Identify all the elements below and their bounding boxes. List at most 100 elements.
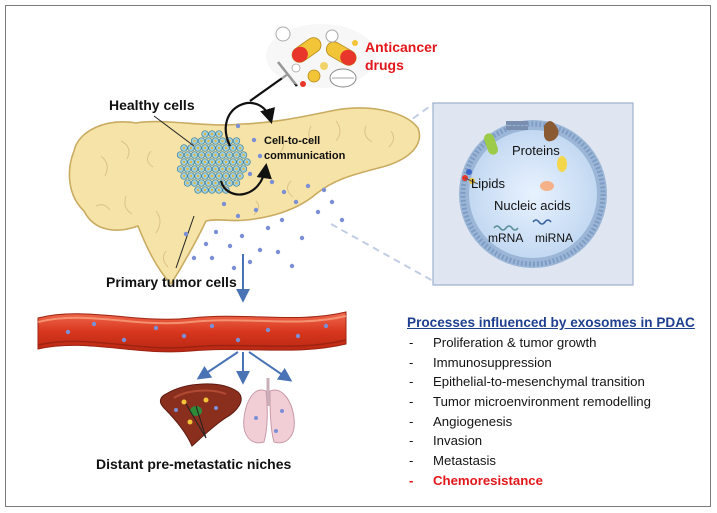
tumor-cell-nucleus bbox=[203, 132, 207, 136]
tumor-cell-nucleus bbox=[217, 174, 221, 178]
tumor-cell-nucleus bbox=[196, 174, 200, 178]
tumor-cell-nucleus bbox=[182, 160, 186, 164]
exosome-dot bbox=[153, 325, 159, 331]
tumor-cell-nucleus bbox=[179, 167, 182, 171]
process-text: Chemoresistance bbox=[433, 472, 543, 488]
tumor-cell-nucleus bbox=[186, 181, 189, 185]
tumor-cell-nucleus bbox=[242, 167, 245, 171]
tumor-cell-nucleus bbox=[203, 174, 207, 178]
tumor-cell-nucleus bbox=[214, 181, 217, 185]
tumor-cell-nucleus bbox=[235, 167, 238, 171]
lungs-icon bbox=[243, 378, 295, 444]
process-text: Tumor microenvironment remodelling bbox=[433, 394, 651, 410]
list-dash: - bbox=[409, 394, 414, 410]
tumor-cell-nucleus bbox=[235, 181, 238, 185]
tumor-cell-nucleus bbox=[189, 174, 193, 178]
tumor-cell-nucleus bbox=[235, 139, 238, 143]
drug-inhibition-line bbox=[249, 73, 289, 102]
exosome-dot bbox=[279, 217, 285, 223]
tumor-cell-nucleus bbox=[210, 160, 214, 164]
tumor-cell-nucleus bbox=[210, 146, 214, 150]
exosome-dot bbox=[257, 247, 263, 253]
vessel-exosomes bbox=[65, 321, 329, 343]
tumor-cell-nucleus bbox=[193, 167, 196, 171]
exosome-dot bbox=[265, 225, 271, 231]
anticancer-drugs-label: Anticancer drugs bbox=[365, 38, 437, 74]
arrow-to-lungs bbox=[248, 351, 293, 382]
tumor-cell-nucleus bbox=[179, 153, 182, 157]
communication-line1: Cell-to-cell bbox=[264, 135, 321, 147]
tumor-cell-nucleus bbox=[189, 146, 193, 150]
tumor-cell-nucleus bbox=[193, 181, 196, 185]
tumor-cell-nucleus bbox=[224, 160, 228, 164]
communication-arrow-bottom bbox=[219, 162, 272, 196]
exosome-dot bbox=[247, 259, 253, 265]
liver-icon bbox=[159, 383, 242, 447]
tumor-cell-nucleus bbox=[231, 146, 235, 150]
tumor-cell-nucleus bbox=[214, 167, 217, 171]
tumor-cell-nucleus bbox=[231, 160, 235, 164]
exosome-dot bbox=[221, 201, 227, 207]
tumor-cell-nucleus bbox=[210, 174, 214, 178]
healthy-cells-pointer bbox=[153, 115, 195, 147]
process-item: -Proliferation & tumor growth bbox=[407, 333, 707, 353]
process-text: Metastasis bbox=[433, 453, 497, 469]
tumor-cell-nucleus bbox=[214, 139, 217, 143]
exosome-dot bbox=[281, 189, 287, 195]
tumor-cell-nucleus bbox=[217, 188, 221, 192]
exosome-dot bbox=[295, 333, 301, 339]
nucleic-acids-label: Nucleic acids bbox=[494, 198, 571, 213]
tumor-cell-nucleus bbox=[196, 188, 200, 192]
tumor-cell-nucleus bbox=[196, 146, 200, 150]
arrow-to-liver bbox=[196, 351, 239, 380]
tumor-cell-nucleus bbox=[217, 132, 221, 136]
released-exosomes bbox=[183, 123, 345, 271]
exosome-dot bbox=[235, 123, 241, 129]
rna-icons bbox=[493, 219, 552, 231]
tumor-cell-nucleus bbox=[228, 167, 231, 171]
communication-arrow-top bbox=[224, 101, 275, 147]
exosome-dot bbox=[191, 255, 197, 261]
exosome-dot bbox=[323, 323, 329, 329]
exosome-dot bbox=[253, 207, 259, 213]
exosome-dot bbox=[289, 263, 295, 269]
exosome-dot bbox=[239, 233, 245, 239]
processes-list: -Proliferation & tumor growth - Immunosup… bbox=[407, 333, 707, 491]
exosome-dot bbox=[231, 265, 237, 271]
list-dash: - bbox=[409, 374, 414, 390]
process-item: - Tumor microenvironment remodelling bbox=[407, 392, 707, 412]
primary-tumor-pointer bbox=[175, 215, 195, 269]
tumor-cell-nucleus bbox=[238, 160, 242, 164]
tumor-cell-nucleus bbox=[221, 139, 224, 143]
tumor-cell-nucleus bbox=[224, 174, 228, 178]
process-item-highlight: -Chemoresistance bbox=[407, 471, 707, 491]
tumor-cell-nucleus bbox=[193, 139, 196, 143]
list-dash: - bbox=[409, 413, 414, 429]
process-text: Immunosuppression bbox=[433, 354, 552, 370]
blood-vessel bbox=[37, 311, 347, 353]
tumor-cell-nucleus bbox=[186, 153, 189, 157]
list-dash: - bbox=[409, 433, 414, 449]
tumor-cell-nucleus bbox=[203, 188, 207, 192]
list-dash: - bbox=[409, 335, 414, 350]
mrna-label: mRNA bbox=[488, 231, 524, 245]
process-item: -Invasion bbox=[407, 431, 707, 451]
communication-line2: communication bbox=[264, 150, 346, 162]
tumor-cell-nucleus bbox=[217, 160, 221, 164]
exosome-dot bbox=[339, 217, 345, 223]
mirna-label: miRNA bbox=[535, 231, 573, 245]
tumor-cell-nucleus bbox=[210, 132, 214, 136]
tumor-cell-nucleus bbox=[182, 146, 186, 150]
exosome-dot bbox=[209, 255, 215, 261]
tumor-cell-nucleus bbox=[186, 167, 189, 171]
exosome-dot bbox=[251, 137, 257, 143]
exosome-dot bbox=[65, 329, 71, 335]
tumor-cell-nucleus bbox=[200, 181, 203, 185]
exosome-dot bbox=[329, 199, 335, 205]
exosome-dot bbox=[203, 241, 209, 247]
tumor-cell-nucleus bbox=[207, 153, 210, 157]
exosome-dot bbox=[315, 209, 321, 215]
exosome-dot bbox=[321, 187, 327, 193]
proteins-label: Proteins bbox=[512, 143, 560, 158]
tumor-cell-nucleus bbox=[189, 160, 193, 164]
